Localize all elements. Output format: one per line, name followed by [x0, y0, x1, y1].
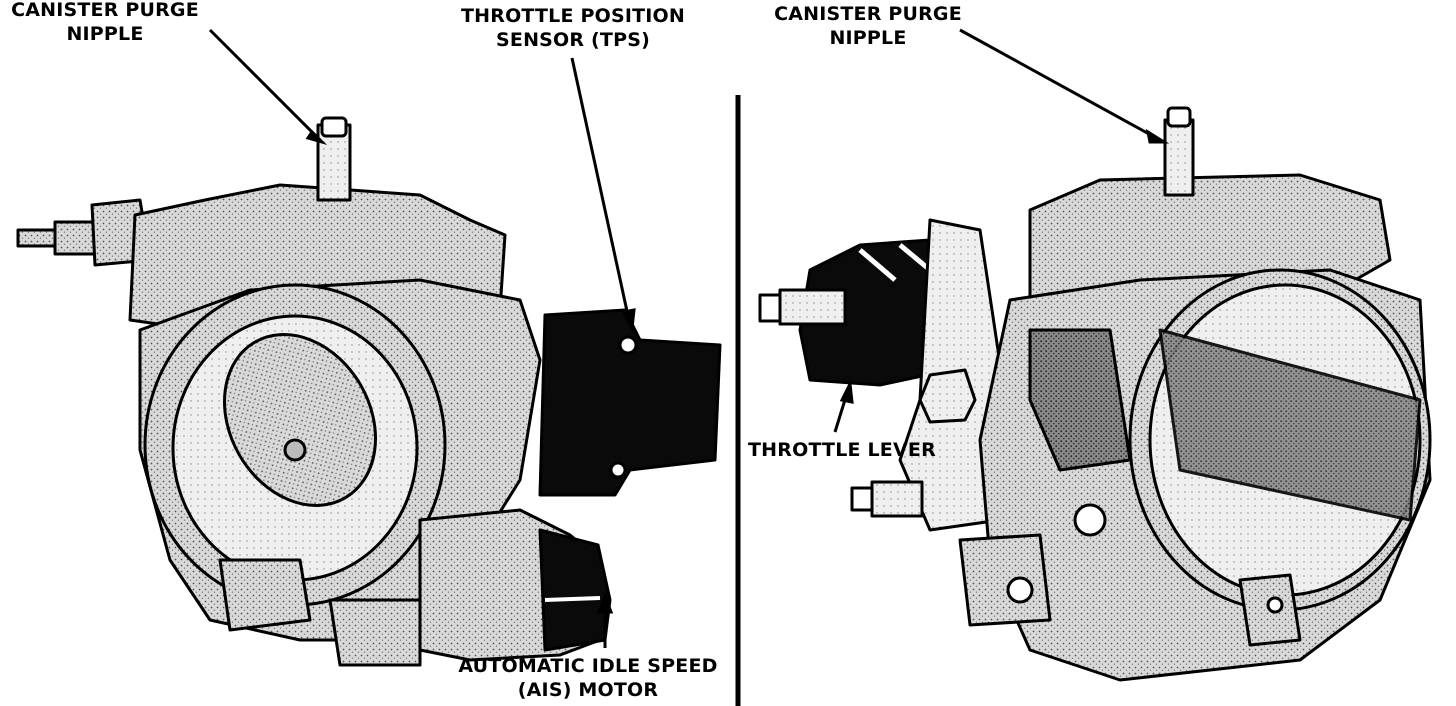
right-bottom-stud	[850, 480, 924, 518]
label-line: (AIS) MOTOR	[517, 679, 659, 701]
left-inlet-fitting	[16, 198, 152, 267]
left-canister-nipple	[316, 116, 352, 202]
left-ais-motor	[418, 508, 612, 662]
left-throttle-body	[16, 116, 722, 667]
right-throttle-body	[758, 106, 1432, 682]
right-canister-nipple	[1163, 106, 1195, 197]
label-line: THROTTLE POSITION	[460, 5, 685, 27]
left-leader-lines	[208, 28, 636, 648]
label-line: AUTOMATIC IDLE SPEED	[458, 655, 718, 677]
left-canister-purge-label: CANISTER PURGE NIPPLE	[0, 0, 210, 46]
label-line: SENSOR (TPS)	[496, 29, 650, 51]
label-line: NIPPLE	[66, 23, 144, 45]
label-line: NIPPLE	[829, 27, 907, 49]
right-canister-purge-label: CANISTER PURGE NIPPLE	[768, 2, 968, 50]
label-line: THROTTLE LEVER	[748, 439, 936, 461]
left-mounting-foot	[218, 558, 312, 632]
left-throttle-plate	[223, 333, 377, 507]
left-throttle-position-sensor	[538, 308, 722, 497]
right-canister-leader	[959, 28, 1161, 142]
right-mounting-nut	[918, 368, 977, 424]
right-leader-lines	[833, 28, 1170, 433]
label-line: CANISTER PURGE	[774, 3, 962, 25]
tps-label: THROTTLE POSITION SENSOR (TPS)	[448, 4, 698, 52]
ais-motor-label: AUTOMATIC IDLE SPEED (AIS) MOTOR	[448, 654, 728, 702]
right-lower-boss	[958, 533, 1052, 627]
label-line: CANISTER PURGE	[11, 0, 199, 21]
tps-leader	[570, 57, 632, 326]
left-canister-leader	[208, 28, 322, 142]
throttle-lever-label: THROTTLE LEVER	[748, 438, 936, 462]
